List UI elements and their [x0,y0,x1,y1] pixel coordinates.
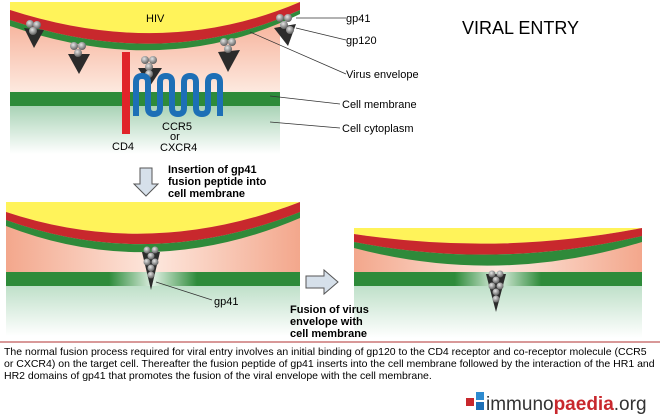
label-cell-cytoplasm: Cell cytoplasm [342,123,414,135]
gp41-fusion-peptide-bl [142,246,160,290]
label-cell-membrane: Cell membrane [342,99,417,111]
immunopaedia-logo-text[interactable]: immunopaedia.org [486,394,660,418]
figure-caption: The normal fusion process required for v… [4,346,655,382]
logo-part-immuno: immuno [486,394,554,415]
virus-body-br [354,228,642,244]
spike-4 [218,38,240,72]
virus-body-top [10,2,300,34]
cell-cytoplasm-bl [6,286,300,336]
label-gp41-top: gp41 [346,13,370,25]
cell-cytoplasm-top [10,106,280,154]
ccr5-coreceptor [133,72,223,118]
arrow-right [305,268,339,296]
spike-5 [274,14,296,46]
label-cd4: CD4 [112,141,134,153]
label-or: or [170,131,180,143]
label-gp41-bottom: gp41 [214,296,238,308]
insertion-step-line1: Insertion of gp41 [168,164,257,176]
spike-1 [24,20,44,48]
gp120-layer-bl [6,202,300,245]
logo-part-paedia: paedia [553,394,614,415]
immunopaedia-logo-mark [466,392,484,410]
label-cxcr4: CXCR4 [160,142,197,154]
page-title: VIRAL ENTRY [462,18,579,38]
fusion-step-line1: Fusion of virus [290,304,369,316]
cd4-receptor [122,52,130,134]
virus-envelope-bl [6,212,300,253]
gp41-fusion-br [486,270,506,312]
gp120-layer-top [10,2,300,44]
gp120-layer-br [354,228,642,255]
spike-2 [68,42,90,74]
bottom-right-panel [354,228,642,338]
virus-envelope-br [354,236,642,266]
label-virus-envelope: Virus envelope [346,69,419,81]
virus-body-bl [6,202,300,234]
leader-line-gp41 [155,281,213,301]
insertion-step-line3: cell membrane [168,188,245,200]
insertion-step-line2: fusion peptide into [168,176,267,188]
bottom-left-panel [6,202,300,336]
label-gp120: gp120 [346,35,377,47]
logo-part-org: .org [613,394,647,415]
fusion-step-line3: cell membrane [290,328,367,340]
leader-lines-top [249,17,347,129]
arrow-down [132,167,160,197]
fusion-step-line2: envelope with [290,316,363,328]
label-ccr5: CCR5 [162,121,192,133]
top-panel [10,2,347,154]
label-hiv: HIV [146,13,165,25]
